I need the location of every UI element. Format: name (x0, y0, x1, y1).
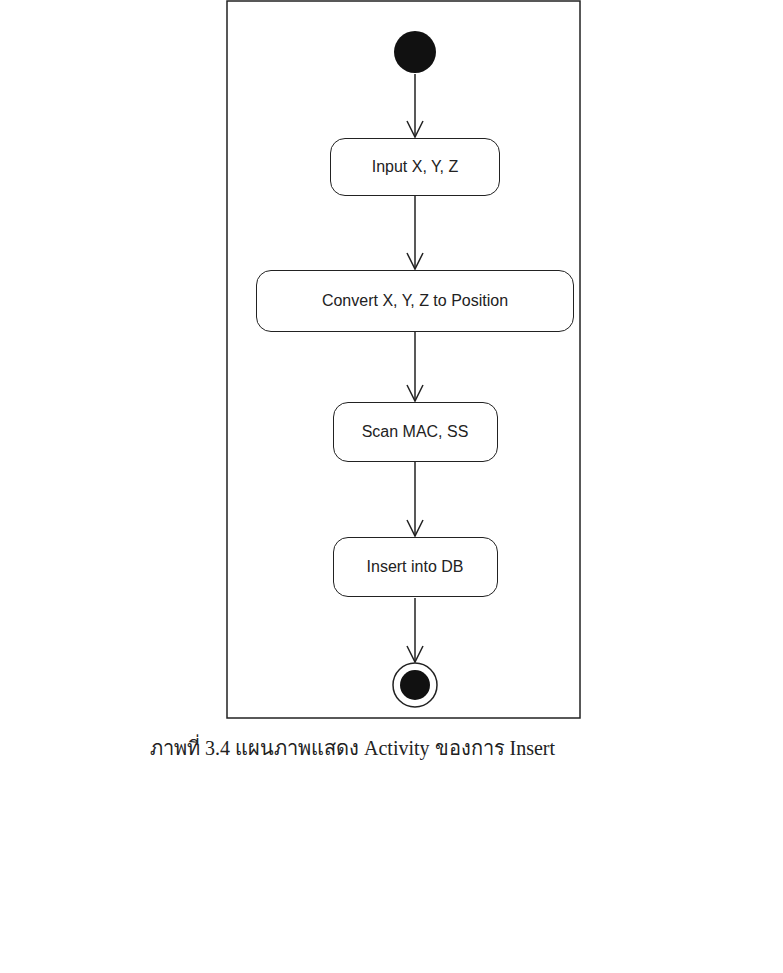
final-node-ring (393, 663, 437, 707)
control-flow (407, 332, 423, 401)
activity-label: Scan MAC, SS (362, 423, 469, 441)
start-arrowhead (407, 121, 423, 137)
activity-label: Convert X, Y, Z to Position (322, 292, 508, 310)
arrowhead (407, 253, 423, 269)
initial-node (394, 31, 436, 73)
activity-box: Insert into DB (333, 537, 498, 597)
figure-caption: ภาพที่ 3.4 แผนภาพแสดง Activity ของการ In… (150, 732, 555, 764)
activity-box: Input X, Y, Z (330, 138, 500, 196)
end-flow (414, 598, 416, 662)
start-flow (414, 74, 416, 137)
final-node-dot (400, 670, 430, 700)
control-flow (407, 196, 423, 269)
activity-label: Insert into DB (367, 558, 464, 576)
arrowhead (407, 385, 423, 401)
flow-line (414, 332, 416, 401)
flow-line (414, 462, 416, 536)
flow-line (414, 196, 416, 269)
activity-box: Scan MAC, SS (333, 402, 498, 462)
arrowhead (407, 520, 423, 536)
activity-frame (227, 1, 580, 718)
end-arrowhead (407, 646, 423, 662)
activity-box: Convert X, Y, Z to Position (256, 270, 574, 332)
control-flow (407, 462, 423, 536)
activity-label: Input X, Y, Z (372, 158, 459, 176)
